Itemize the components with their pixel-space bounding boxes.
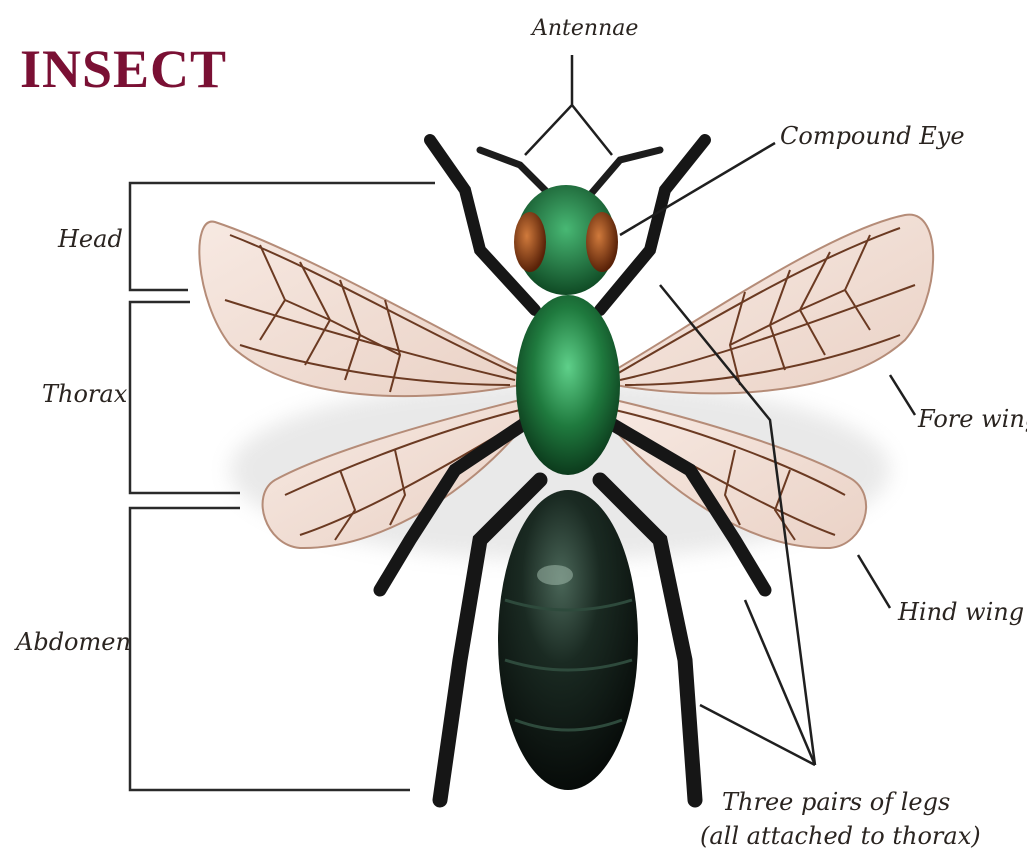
label-fore-wing: Fore wing (918, 405, 1027, 433)
label-legs-line2: (all attached to thorax) (700, 822, 981, 850)
label-antennae: Antennae (532, 16, 638, 41)
head (514, 185, 618, 295)
fore-wing-pointer (890, 375, 915, 415)
label-thorax: Thorax (42, 380, 127, 408)
label-head: Head (58, 225, 123, 253)
label-legs-line1: Three pairs of legs (722, 788, 950, 816)
abdomen-bracket (130, 508, 410, 790)
thorax (516, 295, 620, 475)
label-compound-eye: Compound Eye (780, 122, 965, 150)
label-abdomen: Abdomen (16, 628, 131, 656)
antennae-pointer (525, 55, 612, 155)
right-compound-eye (586, 212, 618, 272)
right-fore-wing (615, 215, 933, 394)
left-compound-eye (514, 212, 546, 272)
hind-wing-pointer (858, 555, 890, 608)
abdomen (498, 490, 638, 790)
legs-pointer-3 (700, 705, 815, 765)
label-hind-wing: Hind wing (898, 598, 1024, 626)
left-fore-wing (199, 222, 520, 397)
